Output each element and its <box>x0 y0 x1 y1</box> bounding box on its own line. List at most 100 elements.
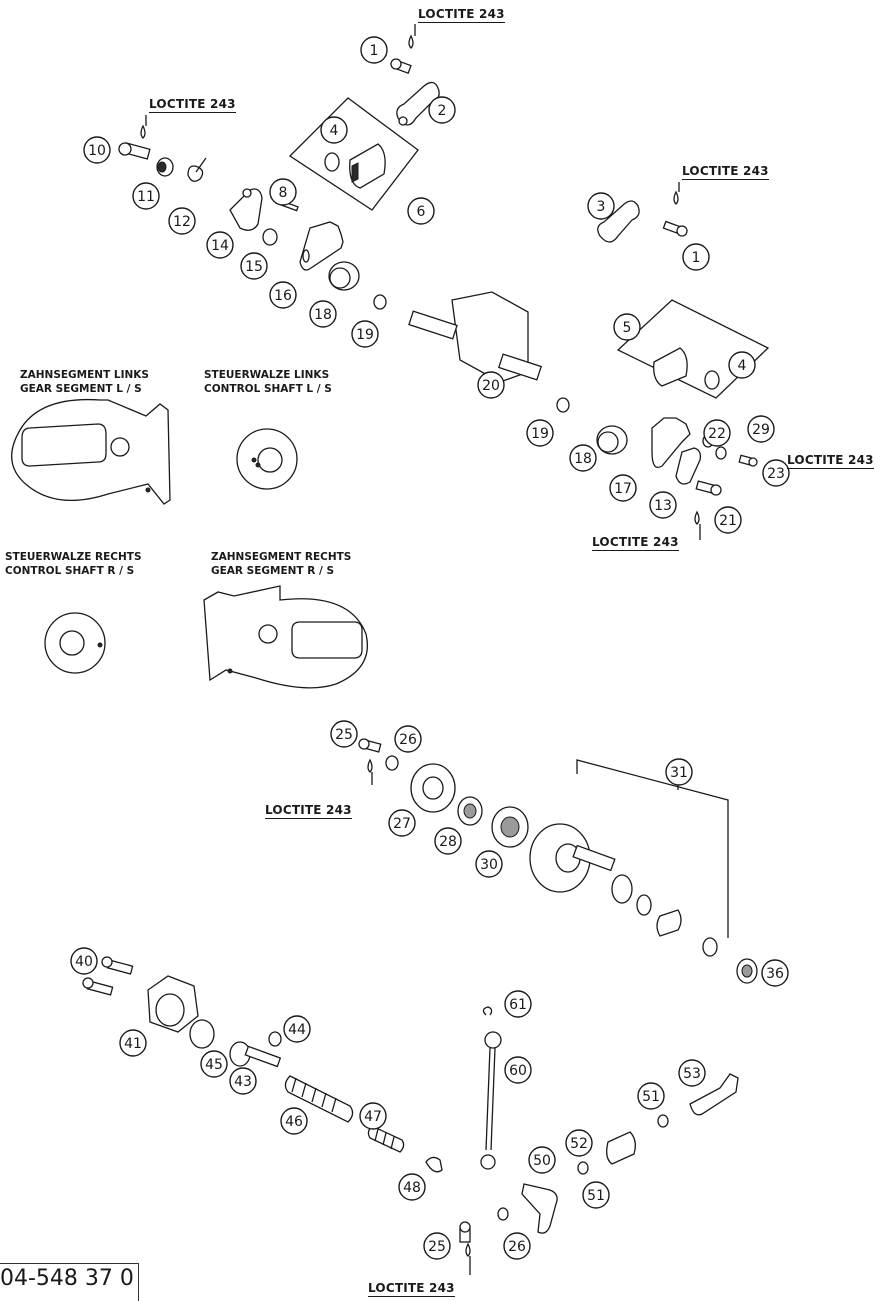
part-number-label: 53 <box>683 1066 701 1082</box>
o-ring-part <box>704 370 720 390</box>
part-number-label: 19 <box>531 426 549 442</box>
shift-lever-part <box>597 200 640 243</box>
part-callout-circle <box>747 415 775 443</box>
part-callout-circle <box>206 231 234 259</box>
screw-part <box>459 1221 471 1243</box>
part-number-label: 18 <box>314 307 332 323</box>
drawing-reference-code: 04-548 37 0 <box>0 1263 139 1301</box>
clip-part <box>482 1006 493 1016</box>
part-number-label: 25 <box>428 1239 446 1255</box>
part-number-label: 61 <box>509 997 527 1013</box>
part-number-label: 6 <box>417 204 426 220</box>
part-callout-circle <box>388 809 416 837</box>
part-callout-circle <box>168 207 196 235</box>
shift-fork-part <box>689 1073 739 1116</box>
part-number-label: 17 <box>614 481 632 497</box>
part-number-label: 21 <box>719 513 737 529</box>
part-callout-circle <box>504 990 532 1018</box>
detail-caption: STEUERWALZE RECHTS CONTROL SHAFT R / S <box>5 551 142 577</box>
loctite-note: LOCTITE 243 <box>682 164 769 180</box>
part-number-label: 8 <box>279 185 288 201</box>
shift-lever-part <box>396 81 440 126</box>
part-callout-circle <box>229 1067 257 1095</box>
part-callout-circle <box>565 1129 593 1157</box>
loctite-drop-icon <box>673 190 679 205</box>
part-number-label: 51 <box>587 1188 605 1204</box>
part-callout-circle <box>428 96 456 124</box>
part-callout-circle <box>649 491 677 519</box>
spring-ring-part <box>187 157 207 182</box>
gear-segment-left-detail <box>11 398 171 505</box>
part-number-label: 27 <box>393 816 411 832</box>
part-callout-circle <box>359 1102 387 1130</box>
bushing-part <box>349 143 386 189</box>
part-callout-circle <box>609 474 637 502</box>
control-shaft-right-detail <box>44 612 106 674</box>
part-number-label: 43 <box>234 1074 252 1090</box>
part-callout-circle <box>504 1056 532 1084</box>
part-number-label: 50 <box>533 1153 551 1169</box>
part-callout-circle <box>526 419 554 447</box>
part-callout-circle <box>761 959 789 987</box>
shift-shaft-part <box>229 1041 282 1068</box>
part-callout-circle <box>423 1232 451 1260</box>
shift-rod-part <box>480 1031 502 1170</box>
detail-caption: STEUERWALZE LINKS CONTROL SHAFT L / S <box>204 369 332 395</box>
part-callout-circle <box>240 252 268 280</box>
part-number-label: 30 <box>480 857 498 873</box>
control-shaft-part <box>408 291 543 383</box>
part-number-label: 11 <box>137 189 155 205</box>
loctite-note: LOCTITE 243 <box>265 803 352 819</box>
part-number-label: 14 <box>211 238 229 254</box>
part-number-label: 18 <box>574 451 592 467</box>
bushing-part <box>156 157 174 177</box>
part-number-label: 51 <box>642 1089 660 1105</box>
screw-part <box>662 220 688 237</box>
part-number-label: 19 <box>356 327 374 343</box>
part-number-label: 23 <box>767 466 785 482</box>
part-callout-circle <box>682 243 710 271</box>
part-number-label: 28 <box>439 834 457 850</box>
part-number-label: 2 <box>438 103 447 119</box>
screw-part <box>118 142 151 160</box>
washer-part <box>262 228 278 246</box>
part-callout-circle <box>269 178 297 206</box>
o-ring-part <box>556 397 570 413</box>
bearing-housing-part <box>147 975 199 1033</box>
part-number-label: 1 <box>692 250 701 266</box>
part-callout-circle <box>407 197 435 225</box>
loctite-note: LOCTITE 243 <box>592 535 679 551</box>
part-number-label: 52 <box>570 1136 588 1152</box>
part-callout-circle <box>398 1173 426 1201</box>
part-number-label: 5 <box>623 320 632 336</box>
washer-part <box>715 446 727 460</box>
part-number-label: 41 <box>124 1036 142 1052</box>
screw-part <box>358 738 382 753</box>
washer-part <box>577 1161 589 1175</box>
locking-plate-part <box>229 188 263 231</box>
assembly-bracket <box>576 759 729 938</box>
compression-spring-part <box>284 1075 354 1123</box>
screw-part <box>695 480 722 496</box>
part-callout-circle <box>503 1232 531 1260</box>
part-number-label: 48 <box>403 1180 421 1196</box>
part-callout-circle <box>83 136 111 164</box>
loctite-note: LOCTITE 243 <box>368 1281 455 1297</box>
subassembly-box <box>616 299 770 399</box>
part-callout-circle <box>587 192 615 220</box>
part-callout-circle <box>477 371 505 399</box>
part-number-label: 16 <box>274 288 292 304</box>
part-number-label: 4 <box>330 123 339 139</box>
part-callout-circle <box>283 1015 311 1043</box>
part-callout-circle <box>394 725 422 753</box>
part-callout-circle <box>360 36 388 64</box>
part-number-label: 12 <box>173 214 191 230</box>
o-ring-part <box>324 152 340 172</box>
loctite-drop-icon <box>367 758 373 773</box>
part-callout-circle <box>714 506 742 534</box>
loctite-note: LOCTITE 243 <box>787 453 874 469</box>
loctite-drop-icon <box>140 124 146 139</box>
control-shaft-left-detail <box>236 428 298 490</box>
gear-segment-right-detail <box>203 585 368 689</box>
